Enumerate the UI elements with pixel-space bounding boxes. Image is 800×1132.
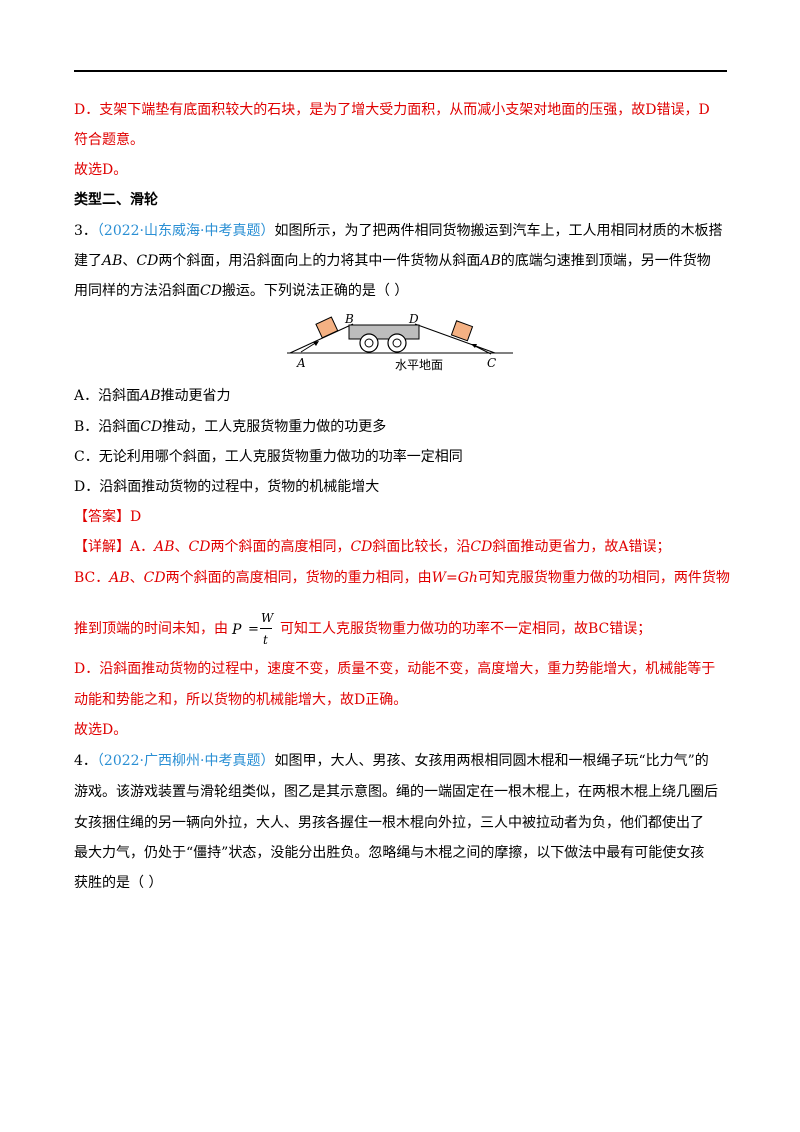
explain-cd: CD	[188, 539, 211, 555]
q3-option-a-ab: AB	[140, 388, 161, 404]
explain-l1a: 两个斜面的高度相同，	[210, 539, 351, 555]
q4-number: 4．	[74, 753, 97, 769]
q3-stem-line1: 3．（2022·山东威海·中考真题）如图所示，为了把两件相同货物搬运到汽车上，工…	[74, 221, 722, 241]
formula-eq: =	[248, 622, 259, 637]
explain-cd-2: CD	[350, 539, 373, 555]
explain-l2c: 可知克服货物重力做的功相同，两件货物	[477, 570, 730, 586]
explain-ab: AB	[154, 539, 175, 555]
q4-stem-line3: 女孩捆住绳的另一辆向外拉，大人、男孩各握住一根木棍向外拉，三人中被拉动者为负，他…	[74, 815, 704, 831]
q3-stem-text-3a: 用同样的方法沿斜面	[74, 283, 200, 299]
q3-stem-text-2c: 的底端匀速推到顶端，另一件货物	[500, 253, 711, 269]
q3-option-b-pre: B．沿斜面	[74, 419, 141, 435]
section-title: 类型二、滑轮	[74, 192, 158, 208]
formula-p: P	[232, 622, 242, 638]
prev-choose: 故选D。	[74, 162, 128, 178]
q3-stem-line2: 建了AB、CD两个斜面，用沿斜面向上的力将其中一件货物从斜面AB的底端匀速推到顶…	[74, 251, 711, 271]
explain-l1b: 斜面比较长，沿	[372, 539, 471, 555]
q3-choose: 故选D。	[74, 722, 128, 738]
formula-w: W	[261, 611, 274, 625]
q3-cd-2: CD	[200, 283, 222, 299]
explain-head: 【详解】A．	[74, 539, 155, 555]
q3-number: 3．	[74, 223, 97, 239]
q3-answer: 【答案】D	[74, 509, 142, 525]
explain-l3b: 可知工人克服货物重力做功的功率不一定相同，故BC错误；	[280, 621, 652, 637]
label-d: D	[409, 312, 419, 326]
ramp-figure: A B D C 水平地面	[285, 312, 515, 372]
header-rule	[74, 70, 727, 72]
prev-option-d-line2: 符合题意。	[74, 132, 144, 148]
q4-stem-line2: 游戏。该游戏装置与滑轮组类似，图乙是其示意图。绳的一端固定在一根木棍上，在两根木…	[74, 784, 718, 800]
q3-cd: CD	[136, 253, 159, 269]
fraction-bar	[260, 628, 272, 629]
label-a: A	[297, 356, 306, 370]
q3-option-b-cd: CD	[140, 419, 163, 435]
explain-l3a: 推到顶端的时间未知，由	[74, 621, 228, 637]
formula-t: t	[263, 633, 268, 647]
q3-option-b: B．沿斜面CD推动，工人克服货物重力做的功更多	[74, 417, 386, 437]
explain-l1c: 斜面推动更省力，故A错误；	[492, 539, 671, 555]
label-b: B	[345, 312, 354, 326]
q3-stem-text-1: 如图所示，为了把两件相同货物搬运到汽车上，工人用相同材质的木板搭	[274, 223, 723, 239]
q3-option-a-pre: A．沿斜面	[74, 388, 141, 404]
explain-cd-3: CD	[470, 539, 493, 555]
q3-stem-text-3b: 搬运。下列说法正确的是（ ）	[221, 283, 409, 299]
q3-stem-line3: 用同样的方法沿斜面CD搬运。下列说法正确的是（ ）	[74, 281, 408, 301]
ramp-diagram	[287, 316, 513, 355]
q3-stem-text-2a: 建了	[74, 253, 102, 269]
work-formula: W=Gh	[431, 570, 478, 586]
explain-ab-2: AB	[109, 570, 130, 586]
ground-label: 水平地面	[395, 358, 444, 372]
q3-explain-line4: D．沿斜面推动货物的过程中，速度不变，质量不变，动能不变，高度增大，重力势能增大…	[74, 661, 716, 677]
explain-cd-4: CD	[143, 570, 166, 586]
explain-sep: 、	[174, 539, 189, 555]
explain-l2b: 两个斜面的高度相同，货物的重力相同，由	[165, 570, 432, 586]
q3-source: （2022·山东威海·中考真题）	[96, 223, 275, 239]
q3-stem-text-2b: 两个斜面，用沿斜面向上的力将其中一件货物从斜面	[158, 253, 481, 269]
explain-sep-2: 、	[129, 570, 144, 586]
q3-ab-2: AB	[480, 253, 501, 269]
q3-option-b-post: 推动，工人克服货物重力做的功更多	[162, 419, 387, 435]
q3-explain-line5: 动能和势能之和，所以货物的机械能增大，故D正确。	[74, 692, 408, 708]
label-c: C	[487, 356, 497, 370]
q3-ab: AB	[102, 253, 123, 269]
q3-explain-line2: BC．AB、CD两个斜面的高度相同，货物的重力相同，由W=Gh可知克服货物重力做…	[74, 568, 730, 588]
q3-option-a: A．沿斜面AB推动更省力	[74, 386, 231, 406]
q3-option-c: C．无论利用哪个斜面，工人克服货物重力做功的功率一定相同	[74, 449, 463, 465]
q4-stem-line4: 最大力气，仍处于“僵持”状态，没能分出胜负。忽略绳与木棍之间的摩擦，以下做法中最…	[74, 845, 705, 861]
q3-sep: 、	[122, 253, 137, 269]
q4-stem-text-1: 如图甲，大人、男孩、女孩用两根相同圆木棍和一根绳子玩“比力气”的	[274, 753, 709, 769]
explain-l2a: BC．	[74, 570, 110, 586]
prev-option-d-line1: D．支架下端垫有底面积较大的石块，是为了增大受力面积，从而减小支架对地面的压强，…	[74, 102, 710, 118]
q4-stem-line5: 获胜的是（ ）	[74, 875, 163, 891]
q3-option-d: D．沿斜面推动货物的过程中，货物的机械能增大	[74, 479, 380, 495]
q4-stem-line1: 4．（2022·广西柳州·中考真题）如图甲，大人、男孩、女孩用两根相同圆木棍和一…	[74, 751, 709, 771]
q3-option-a-post: 推动更省力	[160, 388, 231, 404]
q3-explain-line1: 【详解】A．AB、CD两个斜面的高度相同，CD斜面比较长，沿CD斜面推动更省力，…	[74, 537, 670, 557]
q4-source: （2022·广西柳州·中考真题）	[96, 753, 275, 769]
